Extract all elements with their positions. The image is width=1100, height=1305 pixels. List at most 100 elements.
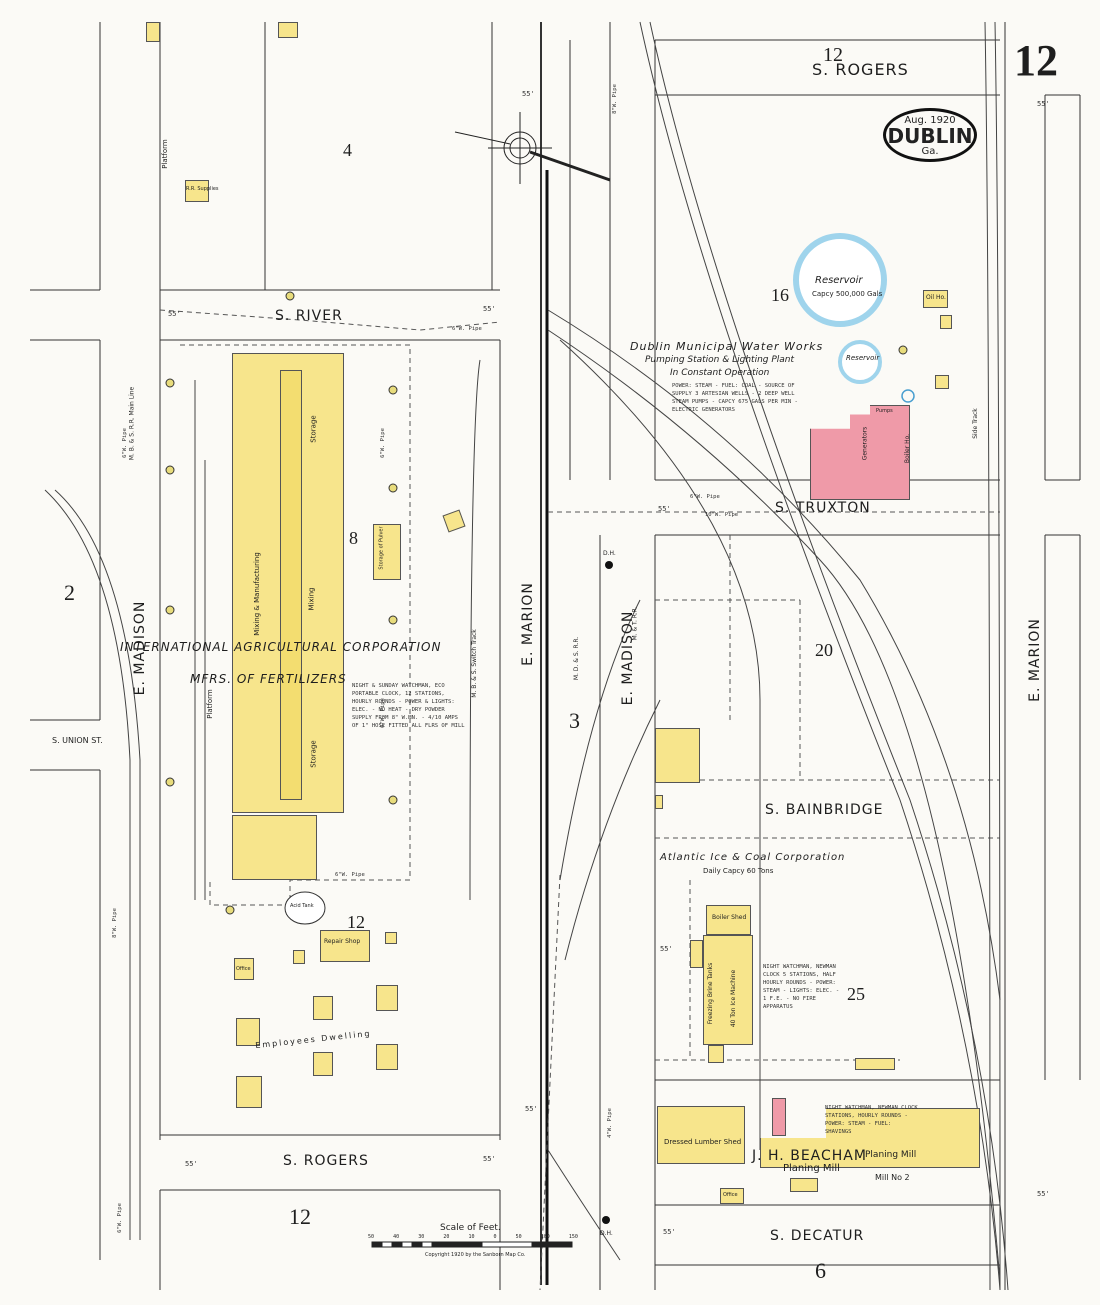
block-number-8: 8 [349,528,358,548]
elevation-4: 55' [658,505,671,513]
beacham-notes: NIGHT WATCHMAN, NEWMAN CLOCK STATIONS, H… [825,1105,918,1135]
m-t-rr-label: M. & T. R.R. [631,606,639,641]
mixing-label: Mixing [307,587,316,611]
storage-label-2: Storage [309,740,318,768]
title-oval: Aug. 1920 DUBLIN Ga. [883,108,977,162]
street-s-rogers-bottom: S. ROGERS [283,1153,369,1169]
street-e-marion-mid: E. MARION [520,582,536,666]
block-number-20: 20 [815,640,833,660]
beacham-label: J. H. BEACHAM [752,1148,867,1164]
mixing-mfg-label: Mixing & Manufacturing [252,552,261,636]
elevation-5: 55' [1037,100,1050,108]
pipe-label-10: 8"W. Pipe [111,908,118,938]
scale-tick: 50 [368,1234,375,1240]
sheet-number: 12 [1014,36,1058,85]
block-number-6: 6 [815,1258,826,1283]
storage-pulver-label: Storage of Pulver [378,526,385,570]
block-number-2: 2 [64,580,75,605]
street-s-rogers-top: S. ROGERS [812,60,909,79]
side-track-label: Side Track [971,408,979,439]
elevation-9: 55' [483,1155,496,1163]
block-number-4: 4 [343,140,352,160]
scale-tick: 20 [443,1234,450,1240]
scale-tick: 30 [418,1234,425,1240]
block-number-25: 25 [847,984,865,1004]
street-s-bainbridge: S. BAINBRIDGE [765,802,884,818]
platform-annex [232,815,317,880]
oil-house-label: Oil Ho. [926,294,946,301]
office-building [234,958,254,980]
dressed-lumber-label: Dressed Lumber Shed [664,1138,742,1146]
generators-label: Generators [861,426,869,461]
reservoir-label: Reservoir [815,275,863,286]
title-city: DUBLIN [887,124,973,148]
pipe-label-1: 6"W. Pipe [121,428,128,458]
beacham-brick-kiln [772,1098,786,1136]
scale-ticks: 50 40 30 20 10 0 50 100 150 [368,1234,578,1240]
small-beacham-shed [855,1058,895,1070]
ice-plant-main [703,935,753,1045]
fertilizer-inner-building [280,370,302,800]
street-s-truxton: S. TRUXTON [775,500,871,516]
water-works-shed [940,315,952,329]
street-s-union: S. UNION ST. [52,736,103,745]
dwelling-d-4 [313,1052,333,1076]
acid-tank-label: Acid Tank [290,903,314,909]
office-label-2: Office [723,1192,738,1198]
beacham-office [720,1188,744,1204]
top-shed-1 [278,22,298,38]
beacham-shed [790,1178,818,1192]
scale-tick: 0 [493,1234,497,1240]
water-works-notes: POWER: STEAM - FUEL: COAL - SOURCE OF SU… [672,383,798,413]
pipe-label-11: 6"W. Pipe [116,1203,123,1233]
office-label-1: Office [236,966,251,972]
ice-machine-label: 40 Ton Ice Machine [730,969,738,1028]
ice-plant-notes: NIGHT WATCHMAN, NEWMAN CLOCK 5 STATIONS,… [763,964,840,1010]
dh-label-1: D.H. [603,550,616,557]
scale-tick: 150 [568,1234,578,1240]
pumps-label: Pumps [876,408,893,414]
block-number-16: 16 [771,285,789,305]
elevation-1: 55' [522,90,535,98]
mill-no2-label: Mill No 2 [875,1173,910,1182]
scale-tick: 100 [540,1234,550,1240]
scale-tick: 10 [468,1234,475,1240]
ice-plant-boiler-shed [706,905,751,935]
md-s-rr-label: M. D. & S. R.R. [573,636,581,681]
oil-house [923,290,948,308]
elevation-11: 55' [663,1228,676,1236]
street-s-river: S. RIVER [275,308,343,324]
planing-mill-label: Planing Mill [783,1163,840,1174]
constant-operation-label: In Constant Operation [670,368,770,378]
scale-tick: 50 [515,1234,522,1240]
block-number-3: 3 [569,708,580,733]
dwelling-d-2 [376,985,398,1011]
pipe-label-9: 6"W. Pipe [335,872,365,878]
rr-supplies-label: R.R. Supplies [186,186,219,192]
water-works-label: Dublin Municipal Water Works [630,340,824,353]
rr-supplies-shed [185,180,209,202]
dwelling-d-3 [236,1018,260,1046]
daily-capacity-label: Daily Capcy 60 Tons [703,867,774,875]
pipe-label-4: 6"W. Pipe [690,494,720,500]
small-reservoir-label: Reservoir [846,354,880,362]
block-number-12-mid: 12 [347,912,365,932]
pipe-label-7: 6"W. Pipe [379,428,386,458]
warehouse-x [655,728,700,783]
copyright-label: Copyright 1920 by the Sanborn Map Co. [425,1252,526,1258]
dwelling-d-5 [376,1044,398,1070]
pipe-label-6: 4"W. Pipe [606,1108,613,1138]
atlantic-ice-label: Atlantic Ice & Coal Corporation [660,852,846,863]
pipe-label-5: 10"W. Pipe [705,512,739,518]
elevation-3: 55' [483,305,496,313]
elevation-10: 55' [1037,1190,1050,1198]
platform-label-2: Platform [160,139,169,169]
boiler-house-label: Boiler Ho. [904,433,912,464]
dwelling-d-1 [313,996,333,1020]
freezing-tanks-label: Freezing Brine Tanks [707,962,715,1025]
repair-shop [320,930,370,962]
intl-ag-notes: NIGHT & SUNDAY WATCHMAN, ECO PORTABLE CL… [352,683,465,729]
platform-label-1: Platform [205,689,214,719]
